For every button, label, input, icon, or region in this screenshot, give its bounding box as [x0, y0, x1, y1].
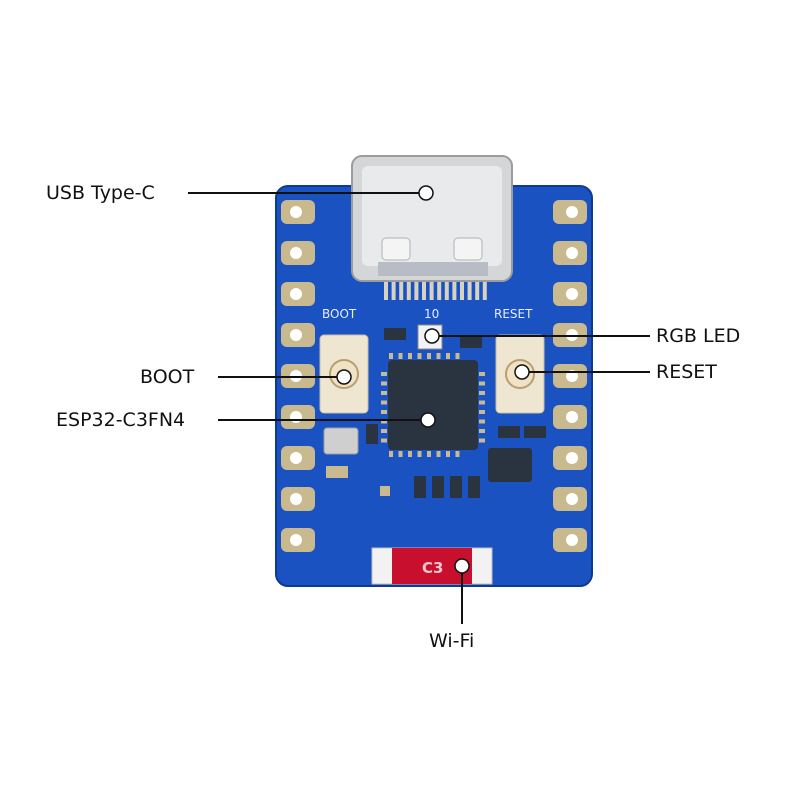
chip-pin [479, 381, 485, 386]
chip-pin [381, 438, 387, 443]
usb-pin [444, 282, 449, 300]
usb-pin [399, 282, 404, 300]
label-rgb-led: RGB LED [656, 325, 741, 347]
usb-pin [391, 282, 396, 300]
pin-hole [566, 206, 578, 218]
passive-components [323, 328, 546, 498]
chip-pin [479, 410, 485, 414]
chip-pin [479, 391, 485, 395]
chip-pin [381, 429, 387, 433]
chip-pin [398, 451, 403, 457]
usb-pins [384, 282, 487, 300]
usb-pin [429, 282, 434, 300]
pin-hole [566, 534, 578, 546]
label-wifi: Wi-Fi [429, 630, 475, 652]
chip-pin [381, 372, 387, 376]
chip-pin [381, 391, 387, 395]
chip-pin [455, 451, 460, 457]
chip-pin [381, 400, 387, 405]
label-boot: BOOT [140, 366, 195, 388]
usb-pin [482, 282, 487, 300]
usb-pin [437, 282, 442, 300]
wifi-antenna: C3 [371, 547, 493, 585]
usb-pin [475, 282, 480, 300]
chip-pin [455, 353, 460, 359]
chip-pin [479, 372, 485, 376]
pin-hole [290, 452, 302, 464]
pin-hole [290, 206, 302, 218]
chip-pin [417, 451, 422, 457]
chip-pin [408, 451, 412, 457]
label-esp32-c3fn4: ESP32-C3FN4 [56, 409, 186, 431]
chip-pin [479, 419, 485, 424]
usb-pin [452, 282, 457, 300]
chip-pin [479, 438, 485, 443]
silk-boot: BOOT [322, 307, 357, 321]
chip-pin [446, 353, 450, 359]
silk-reset: RESET [494, 307, 533, 321]
usb-c-connector [351, 155, 513, 282]
chip-pin [389, 353, 393, 359]
right-pin-pads [553, 200, 587, 552]
chip-pin [427, 353, 431, 359]
pin-hole [290, 493, 302, 505]
usb-pin [467, 282, 472, 300]
label-usb-type-c: USB Type-C [46, 182, 155, 204]
chip-pin [479, 400, 485, 405]
chip-pin [417, 353, 422, 359]
chip-pin [436, 353, 441, 359]
chip-pin [381, 419, 387, 424]
leader-dots [336, 185, 530, 574]
usb-pin [414, 282, 419, 300]
chip-pin [427, 451, 431, 457]
leader-lines [188, 192, 650, 624]
usb-pin [406, 282, 411, 300]
chip-pin [389, 451, 393, 457]
chip-pin [398, 353, 403, 359]
silk-antenna: C3 [422, 559, 443, 577]
esp32-chip [381, 353, 485, 457]
label-reset: RESET [656, 361, 717, 383]
usb-pin [384, 282, 388, 300]
chip-pin [436, 451, 441, 457]
silk-pin10: 10 [424, 307, 439, 321]
pin-hole [290, 534, 302, 546]
pin-hole [566, 452, 578, 464]
chip-pin [479, 429, 485, 433]
pin-hole [566, 288, 578, 300]
pin-hole [566, 493, 578, 505]
chip-pin [381, 410, 387, 414]
chip-pin [381, 381, 387, 386]
usb-pin [422, 282, 426, 300]
chip-pin [408, 353, 412, 359]
chip-pin [446, 451, 450, 457]
pin-hole [290, 288, 302, 300]
pin-hole [566, 411, 578, 423]
usb-pin [460, 282, 464, 300]
pin-hole [290, 329, 302, 341]
pin-hole [566, 247, 578, 259]
pin-hole [290, 247, 302, 259]
pin-hole [290, 411, 302, 423]
